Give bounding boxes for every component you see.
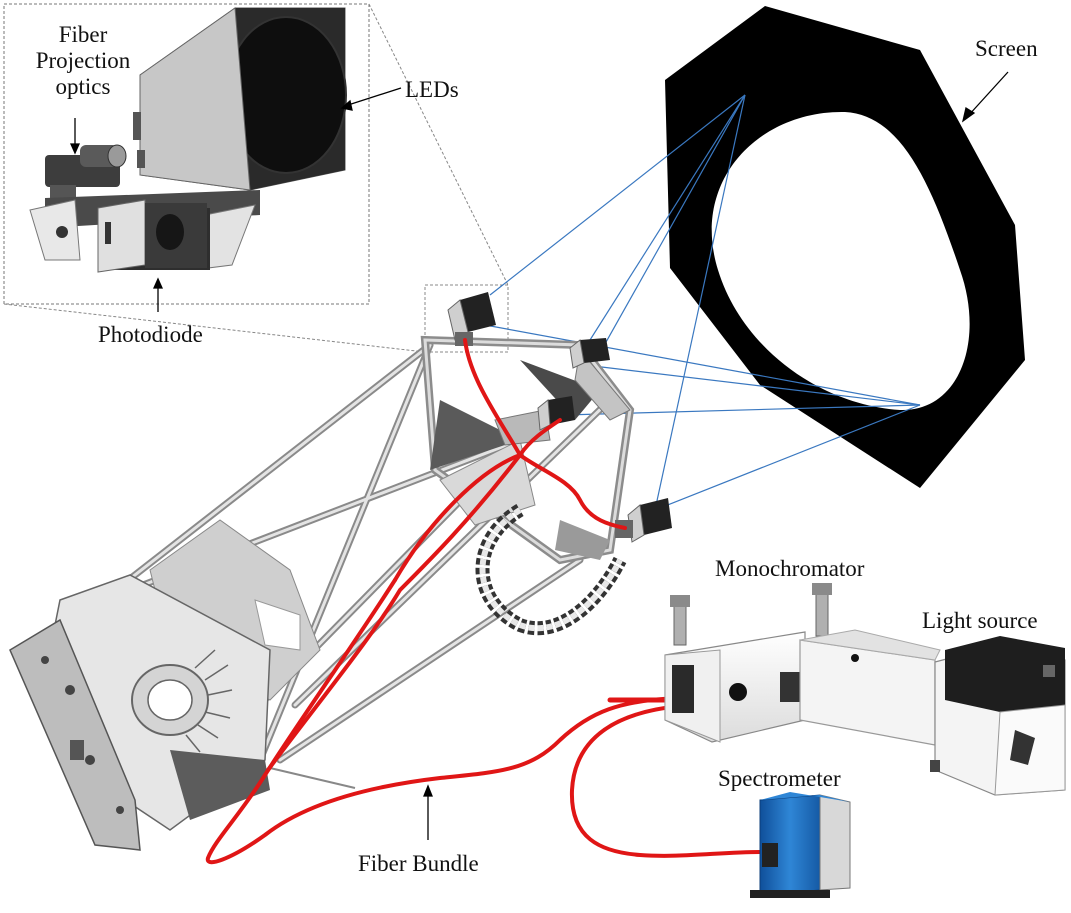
label-fiber-bundle: Fiber Bundle: [358, 851, 479, 876]
label-fiber-line-2: Projection: [35, 48, 131, 73]
label-monochromator: Monochromator: [715, 556, 865, 581]
label-leds: LEDs: [405, 77, 459, 102]
top-ring: [420, 335, 635, 565]
cable-chain: [475, 504, 627, 636]
led-head-1: [447, 292, 496, 346]
led-head-2: [569, 338, 610, 369]
label-light-source: Light source: [922, 608, 1038, 633]
inset-arrows: [69, 87, 402, 312]
label-fiber-projection-optics: Fiber Projection optics: [20, 22, 146, 100]
led-head-3: [537, 396, 575, 431]
label-photodiode: Photodiode: [98, 322, 203, 347]
label-spectrometer: Spectrometer: [718, 766, 841, 791]
photodiode-part: [97, 199, 210, 273]
light-beams: [484, 94, 921, 511]
led-head-zoomed: [29, 7, 347, 273]
light-source: [930, 636, 1066, 796]
mirror-cell: [9, 574, 356, 851]
telescope: [9, 292, 672, 851]
fiber-projection-optics-part: [45, 144, 127, 203]
spectrometer: [750, 792, 851, 898]
fiber-bundle-arrow: [423, 784, 433, 840]
screen-arrow: [961, 71, 1009, 123]
fiber-bundle: [205, 338, 762, 865]
monochromator: [664, 583, 941, 746]
led-head-4: [615, 498, 672, 543]
label-fiber-line-1: Fiber: [58, 22, 108, 47]
led-heads: [447, 292, 672, 543]
label-screen: Screen: [975, 36, 1038, 61]
screen: [665, 6, 1025, 488]
label-fiber-line-3: optics: [55, 74, 111, 99]
